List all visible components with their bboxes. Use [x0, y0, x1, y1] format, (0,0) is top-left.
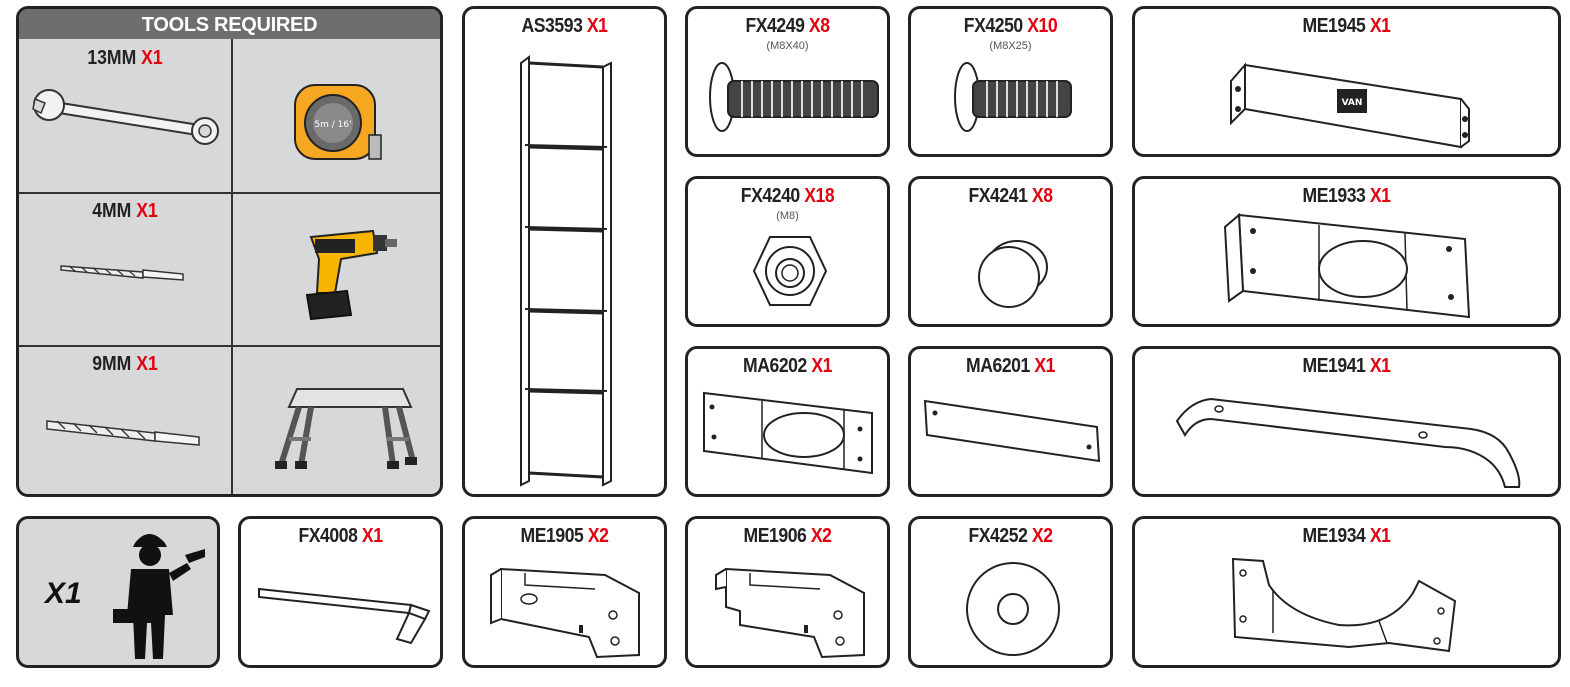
part-card-fx4241: FX4241 X8 [908, 176, 1113, 327]
part-card-me1905: ME1905 X2 [462, 516, 667, 668]
storage-rack-frame-image [520, 55, 612, 487]
part-card-me1945: ME1945 X1 VAN [1132, 6, 1561, 157]
flange-nut-image [752, 236, 828, 306]
washer-image [966, 562, 1060, 656]
part-label: MA6202 X1 [742, 355, 832, 377]
part-card-fx4252: FX4252 X2 [908, 516, 1113, 668]
grid-divider [231, 39, 233, 494]
part-spec: (M8X40) [766, 40, 809, 52]
part-card-me1933: ME1933 X1 [1132, 176, 1561, 327]
side-bracket-image [715, 567, 865, 659]
drill-bit-icon [46, 420, 200, 446]
tool-label-9mm: 9MM X1 [92, 353, 158, 375]
bolt-image [709, 62, 879, 132]
tools-required-header: TOOLS REQUIRED [19, 9, 440, 39]
drill-bit-icon [60, 265, 184, 281]
worker-icon [113, 534, 205, 659]
curved-rail-image [1175, 397, 1521, 488]
wrench-icon [32, 89, 219, 145]
cordless-drill-icon [305, 229, 397, 321]
bolt-image [954, 62, 1072, 132]
part-label: FX4250 X10 [963, 15, 1058, 37]
bracket-logo: VAN [1342, 98, 1363, 108]
mounting-bracket-image [1223, 212, 1471, 319]
tools-required-panel: TOOLS REQUIRED 13MM X1 4MM X1 9MM X1 5m … [16, 6, 443, 497]
part-label: MA6201 X1 [965, 355, 1055, 377]
part-label: AS3593 X1 [521, 15, 608, 37]
part-card-as3593: AS3593 X1 [462, 6, 667, 497]
part-spec: (M8) [776, 210, 799, 222]
part-card-ma6202: MA6202 X1 [685, 346, 890, 497]
installer-panel: X1 [16, 516, 220, 668]
part-label: FX4241 X8 [968, 185, 1053, 207]
tool-label-13mm: 13MM X1 [87, 47, 163, 69]
mounting-plate-image [923, 399, 1101, 463]
part-label: FX4249 X8 [745, 15, 830, 37]
part-card-fx4250: FX4250 X10 (M8X25) [908, 6, 1113, 157]
part-card-me1906: ME1906 X2 [685, 516, 890, 668]
part-spec: (M8X25) [989, 40, 1032, 52]
curved-bracket-image [1231, 557, 1457, 653]
part-card-ma6201: MA6201 X1 [908, 346, 1113, 497]
part-card-fx4240: FX4240 X18 (M8) [685, 176, 890, 327]
svg-text:5m / 16': 5m / 16' [314, 120, 351, 130]
hex-key-image [258, 587, 431, 645]
part-label: ME1941 X1 [1302, 355, 1391, 377]
part-label: ME1906 X2 [743, 525, 832, 547]
part-card-me1941: ME1941 X1 [1132, 346, 1561, 497]
step-platform-icon [275, 388, 417, 469]
tool-label-4mm: 4MM X1 [92, 200, 158, 222]
part-label: ME1933 X1 [1302, 185, 1391, 207]
part-label: ME1905 X2 [520, 525, 609, 547]
end-cap-image [978, 240, 1048, 308]
side-bracket-image [490, 567, 640, 659]
part-label: FX4240 X18 [740, 185, 835, 207]
part-label: FX4252 X2 [968, 525, 1053, 547]
grid-divider [19, 345, 440, 347]
mounting-bracket-image: VAN [1230, 62, 1470, 149]
part-label: FX4008 X1 [298, 525, 383, 547]
grid-divider [19, 192, 440, 194]
part-label: ME1934 X1 [1302, 525, 1391, 547]
tape-measure-icon: 5m / 16' [294, 84, 382, 160]
part-card-me1934: ME1934 X1 [1132, 516, 1561, 668]
installer-qty: X1 [45, 577, 82, 610]
part-card-fx4008: FX4008 X1 [238, 516, 443, 668]
mounting-plate-image [703, 391, 873, 475]
part-label: ME1945 X1 [1302, 15, 1391, 37]
part-card-fx4249: FX4249 X8 (M8X40) [685, 6, 890, 157]
